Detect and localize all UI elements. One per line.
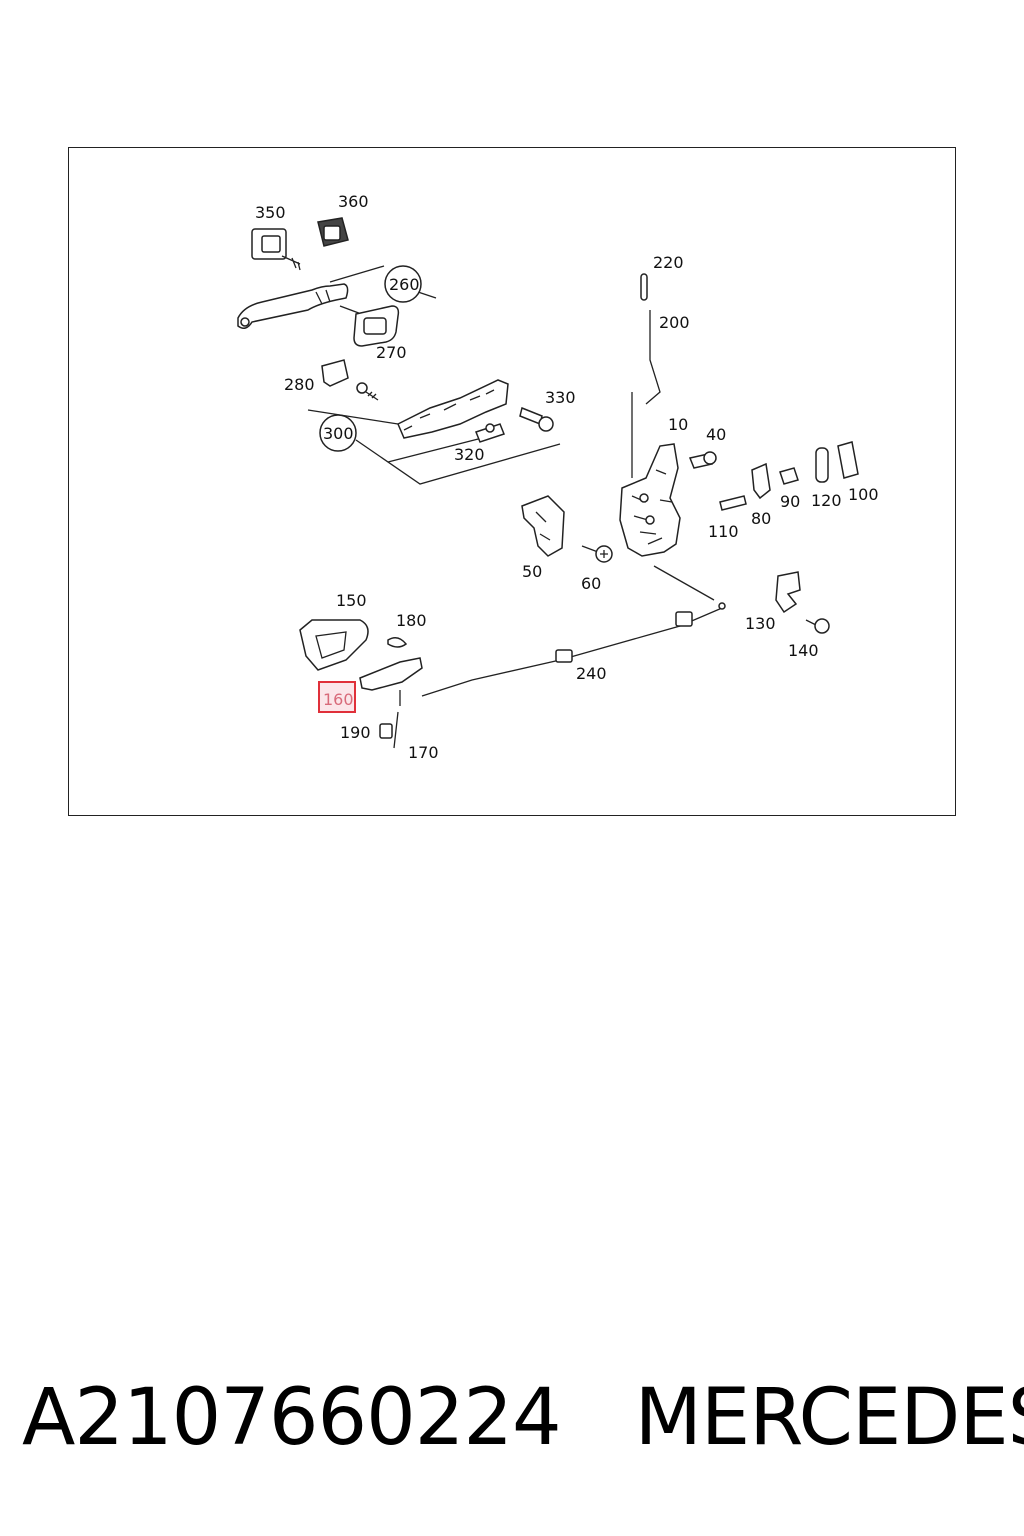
bracket-50 <box>521 495 565 557</box>
clip-180 <box>387 637 408 648</box>
screw-60 <box>581 545 613 563</box>
label-160[interactable]: 160 <box>323 690 354 709</box>
lock-cylinder-350 <box>251 228 301 271</box>
part-caption: A2107660224 MERCEDES <box>22 1368 1024 1468</box>
label-100: 100 <box>848 485 879 504</box>
screw-40 <box>688 451 717 469</box>
handle-carrier-300 <box>397 379 509 439</box>
label-350: 350 <box>255 203 286 222</box>
screw-330 <box>519 406 554 432</box>
callout-circle-260 <box>384 265 422 303</box>
label-360: 360 <box>338 192 369 211</box>
leader-10-240 <box>653 565 715 601</box>
label-270: 270 <box>376 343 407 362</box>
label-280: 280 <box>284 375 315 394</box>
label-80: 80 <box>751 509 771 528</box>
inner-door-handle-160 <box>359 657 423 691</box>
label-140: 140 <box>788 641 819 660</box>
highlight-box-160[interactable] <box>318 681 356 713</box>
bowden-clip-320 <box>475 423 505 443</box>
label-130: 130 <box>745 614 776 633</box>
label-50: 50 <box>522 562 542 581</box>
label-260: 260 <box>389 275 420 294</box>
diagram-frame <box>68 147 956 816</box>
door-lock-10 <box>619 443 681 557</box>
rod-170 <box>393 690 401 749</box>
inner-handle-housing-150 <box>299 619 369 671</box>
part-number: A2107660224 <box>22 1373 562 1463</box>
clip-90 <box>779 467 799 485</box>
plate-100 <box>837 441 859 479</box>
label-10: 10 <box>668 415 688 434</box>
label-240: 240 <box>576 664 607 683</box>
label-90: 90 <box>780 492 800 511</box>
rod-220 <box>640 273 648 301</box>
bracket-80 <box>751 462 771 500</box>
bracket-280 <box>321 359 349 387</box>
screw-110 <box>719 495 747 511</box>
lock-cover-360 <box>317 217 349 247</box>
leader-300 <box>307 409 561 485</box>
rod-200 <box>645 310 661 405</box>
plate-120 <box>815 447 829 483</box>
label-320: 320 <box>454 445 485 464</box>
label-60: 60 <box>581 574 601 593</box>
label-300: 300 <box>323 424 354 443</box>
clip-190 <box>379 723 393 739</box>
screw-280 <box>356 382 379 401</box>
brand-name: MERCEDES <box>634 1373 1024 1463</box>
bowden-cable-240 <box>421 602 726 697</box>
striker-130 <box>775 571 801 614</box>
label-180: 180 <box>396 611 427 630</box>
label-120: 120 <box>811 491 842 510</box>
label-150: 150 <box>336 591 367 610</box>
label-40: 40 <box>706 425 726 444</box>
label-220: 220 <box>653 253 684 272</box>
label-110: 110 <box>708 522 739 541</box>
label-170: 170 <box>408 743 439 762</box>
label-190: 190 <box>340 723 371 742</box>
handle-cover-270 <box>353 305 400 347</box>
label-330: 330 <box>545 388 576 407</box>
label-200: 200 <box>659 313 690 332</box>
outer-door-handle-260 <box>237 283 349 329</box>
screw-140 <box>805 618 830 634</box>
